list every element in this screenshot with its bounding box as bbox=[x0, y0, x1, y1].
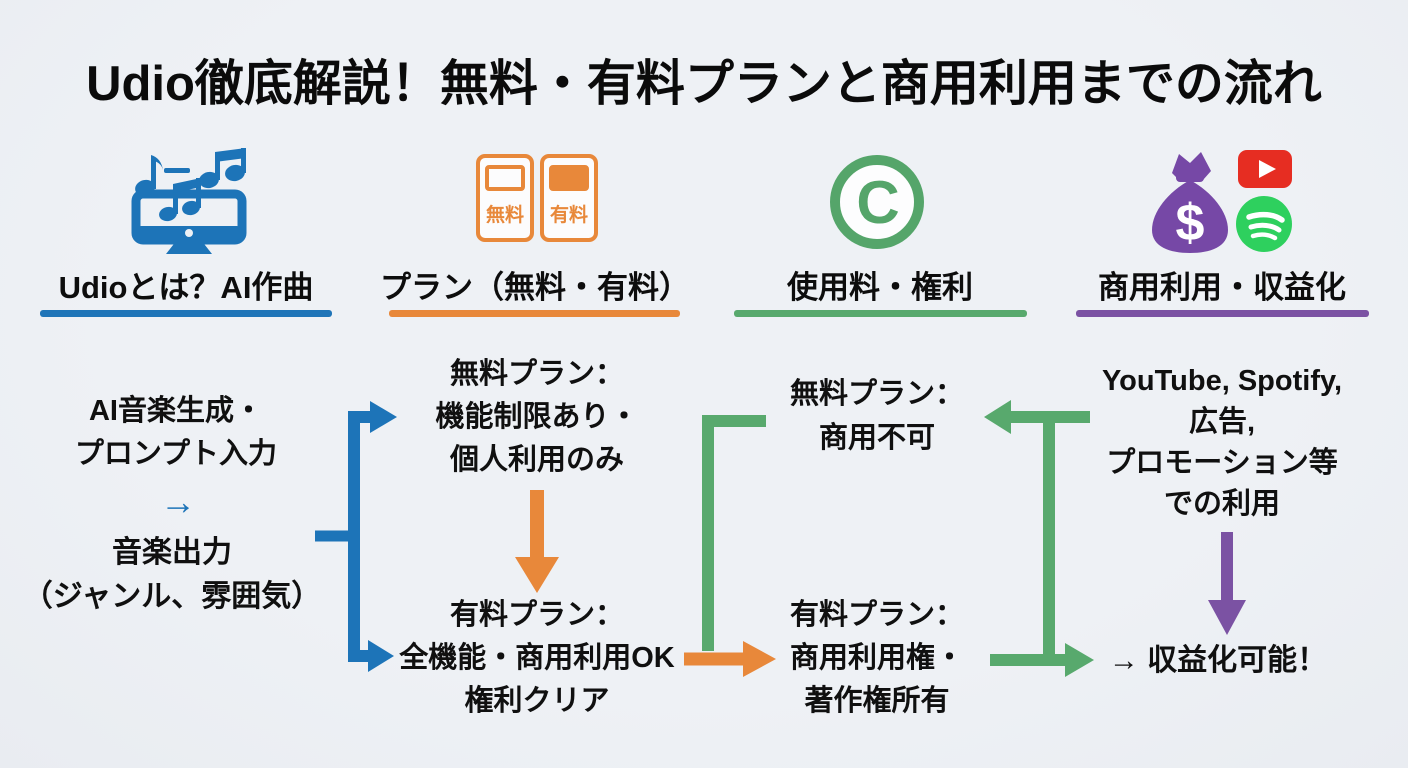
green-bracket-connector bbox=[702, 415, 766, 651]
text-line: での利用 bbox=[1163, 488, 1280, 520]
column-header-rights: 使用料・権利 bbox=[787, 270, 973, 305]
free-card-blank bbox=[485, 165, 525, 191]
text-line: AI音楽生成・ bbox=[88, 395, 264, 427]
underline-plans bbox=[389, 310, 680, 317]
text-line: 商用不可 bbox=[818, 422, 936, 454]
text-line: 音楽出力 bbox=[112, 536, 232, 569]
underline-about bbox=[40, 310, 332, 317]
text-line: 機能制限あり・ bbox=[435, 401, 639, 433]
text-line: プロンプト入力 bbox=[74, 438, 278, 470]
paid-card-filled bbox=[549, 165, 589, 191]
text-line: 無料プラン： bbox=[449, 358, 625, 390]
underline-rights bbox=[734, 310, 1027, 317]
plan-cards-icon: 無料 有料 bbox=[476, 154, 598, 242]
underline-monetize bbox=[1076, 310, 1369, 317]
column-header-plans: プラン（無料・有料） bbox=[380, 270, 690, 305]
monetize-usage-text: YouTube, Spotify, 広告, プロモーション等 での利用 bbox=[1102, 361, 1342, 525]
text-line: 有料プラン： bbox=[789, 599, 965, 631]
purple-down-arrow bbox=[1208, 532, 1246, 635]
paid-card-label: 有料 bbox=[549, 205, 588, 226]
copyright-icon: C bbox=[830, 155, 924, 249]
text-line: 有料プラン： bbox=[449, 599, 625, 631]
text-line: 広告, bbox=[1188, 406, 1256, 438]
monetize-result-text: → 収益化可能！ bbox=[1108, 644, 1328, 677]
free-card-label: 無料 bbox=[485, 205, 524, 226]
green-branch-arrows bbox=[984, 400, 1094, 677]
blue-fork-arrow bbox=[315, 401, 397, 672]
plans-free-text: 無料プラン： 機能制限あり・ 個人利用のみ bbox=[435, 353, 638, 482]
text-line: 個人利用のみ bbox=[449, 444, 625, 476]
rights-paid-text: 有料プラン： 商用利用権・ 著作権所有 bbox=[790, 594, 964, 723]
paid-plan-card: 有料 bbox=[540, 154, 598, 242]
rights-free-text: 無料プラン： 商用不可 bbox=[790, 372, 964, 460]
page-title: Udio徹底解説！無料・有料プランと商用利用までの流れ bbox=[86, 57, 1322, 111]
music-monitor-icon bbox=[131, 148, 247, 254]
text-line: 無料プラン： bbox=[789, 378, 965, 410]
column-header-monetize: 商用利用・収益化 bbox=[1098, 270, 1346, 305]
about-input-text: AI音楽生成・ プロンプト入力 bbox=[75, 390, 277, 476]
money-bag-icon: $ bbox=[1152, 152, 1228, 253]
about-output-text: 音楽出力 （ジャンル、雰囲気） bbox=[23, 531, 322, 619]
free-plan-card: 無料 bbox=[476, 154, 534, 242]
orange-right-arrow bbox=[684, 641, 776, 677]
blue-inline-arrow: → bbox=[160, 481, 196, 522]
copyright-c-glyph: C bbox=[856, 169, 899, 236]
text-line: YouTube, Spotify, bbox=[1101, 365, 1343, 397]
dollar-glyph: $ bbox=[1176, 194, 1205, 252]
text-line: 権利クリア bbox=[464, 685, 610, 717]
text-line: 全機能・商用利用OK bbox=[399, 642, 675, 674]
text-line: プロモーション等 bbox=[1106, 447, 1338, 479]
text-line: 商用利用権・ bbox=[789, 642, 965, 674]
spotify-icon bbox=[1236, 196, 1292, 252]
orange-down-arrow bbox=[515, 490, 559, 593]
text-line: （ジャンル、雰囲気） bbox=[22, 580, 322, 613]
youtube-icon bbox=[1238, 150, 1292, 188]
plans-paid-text: 有料プラン： 全機能・商用利用OK 権利クリア bbox=[399, 594, 675, 723]
column-header-about: Udioとは？AI作曲 bbox=[58, 270, 314, 305]
text-line: 著作権所有 bbox=[804, 685, 950, 717]
